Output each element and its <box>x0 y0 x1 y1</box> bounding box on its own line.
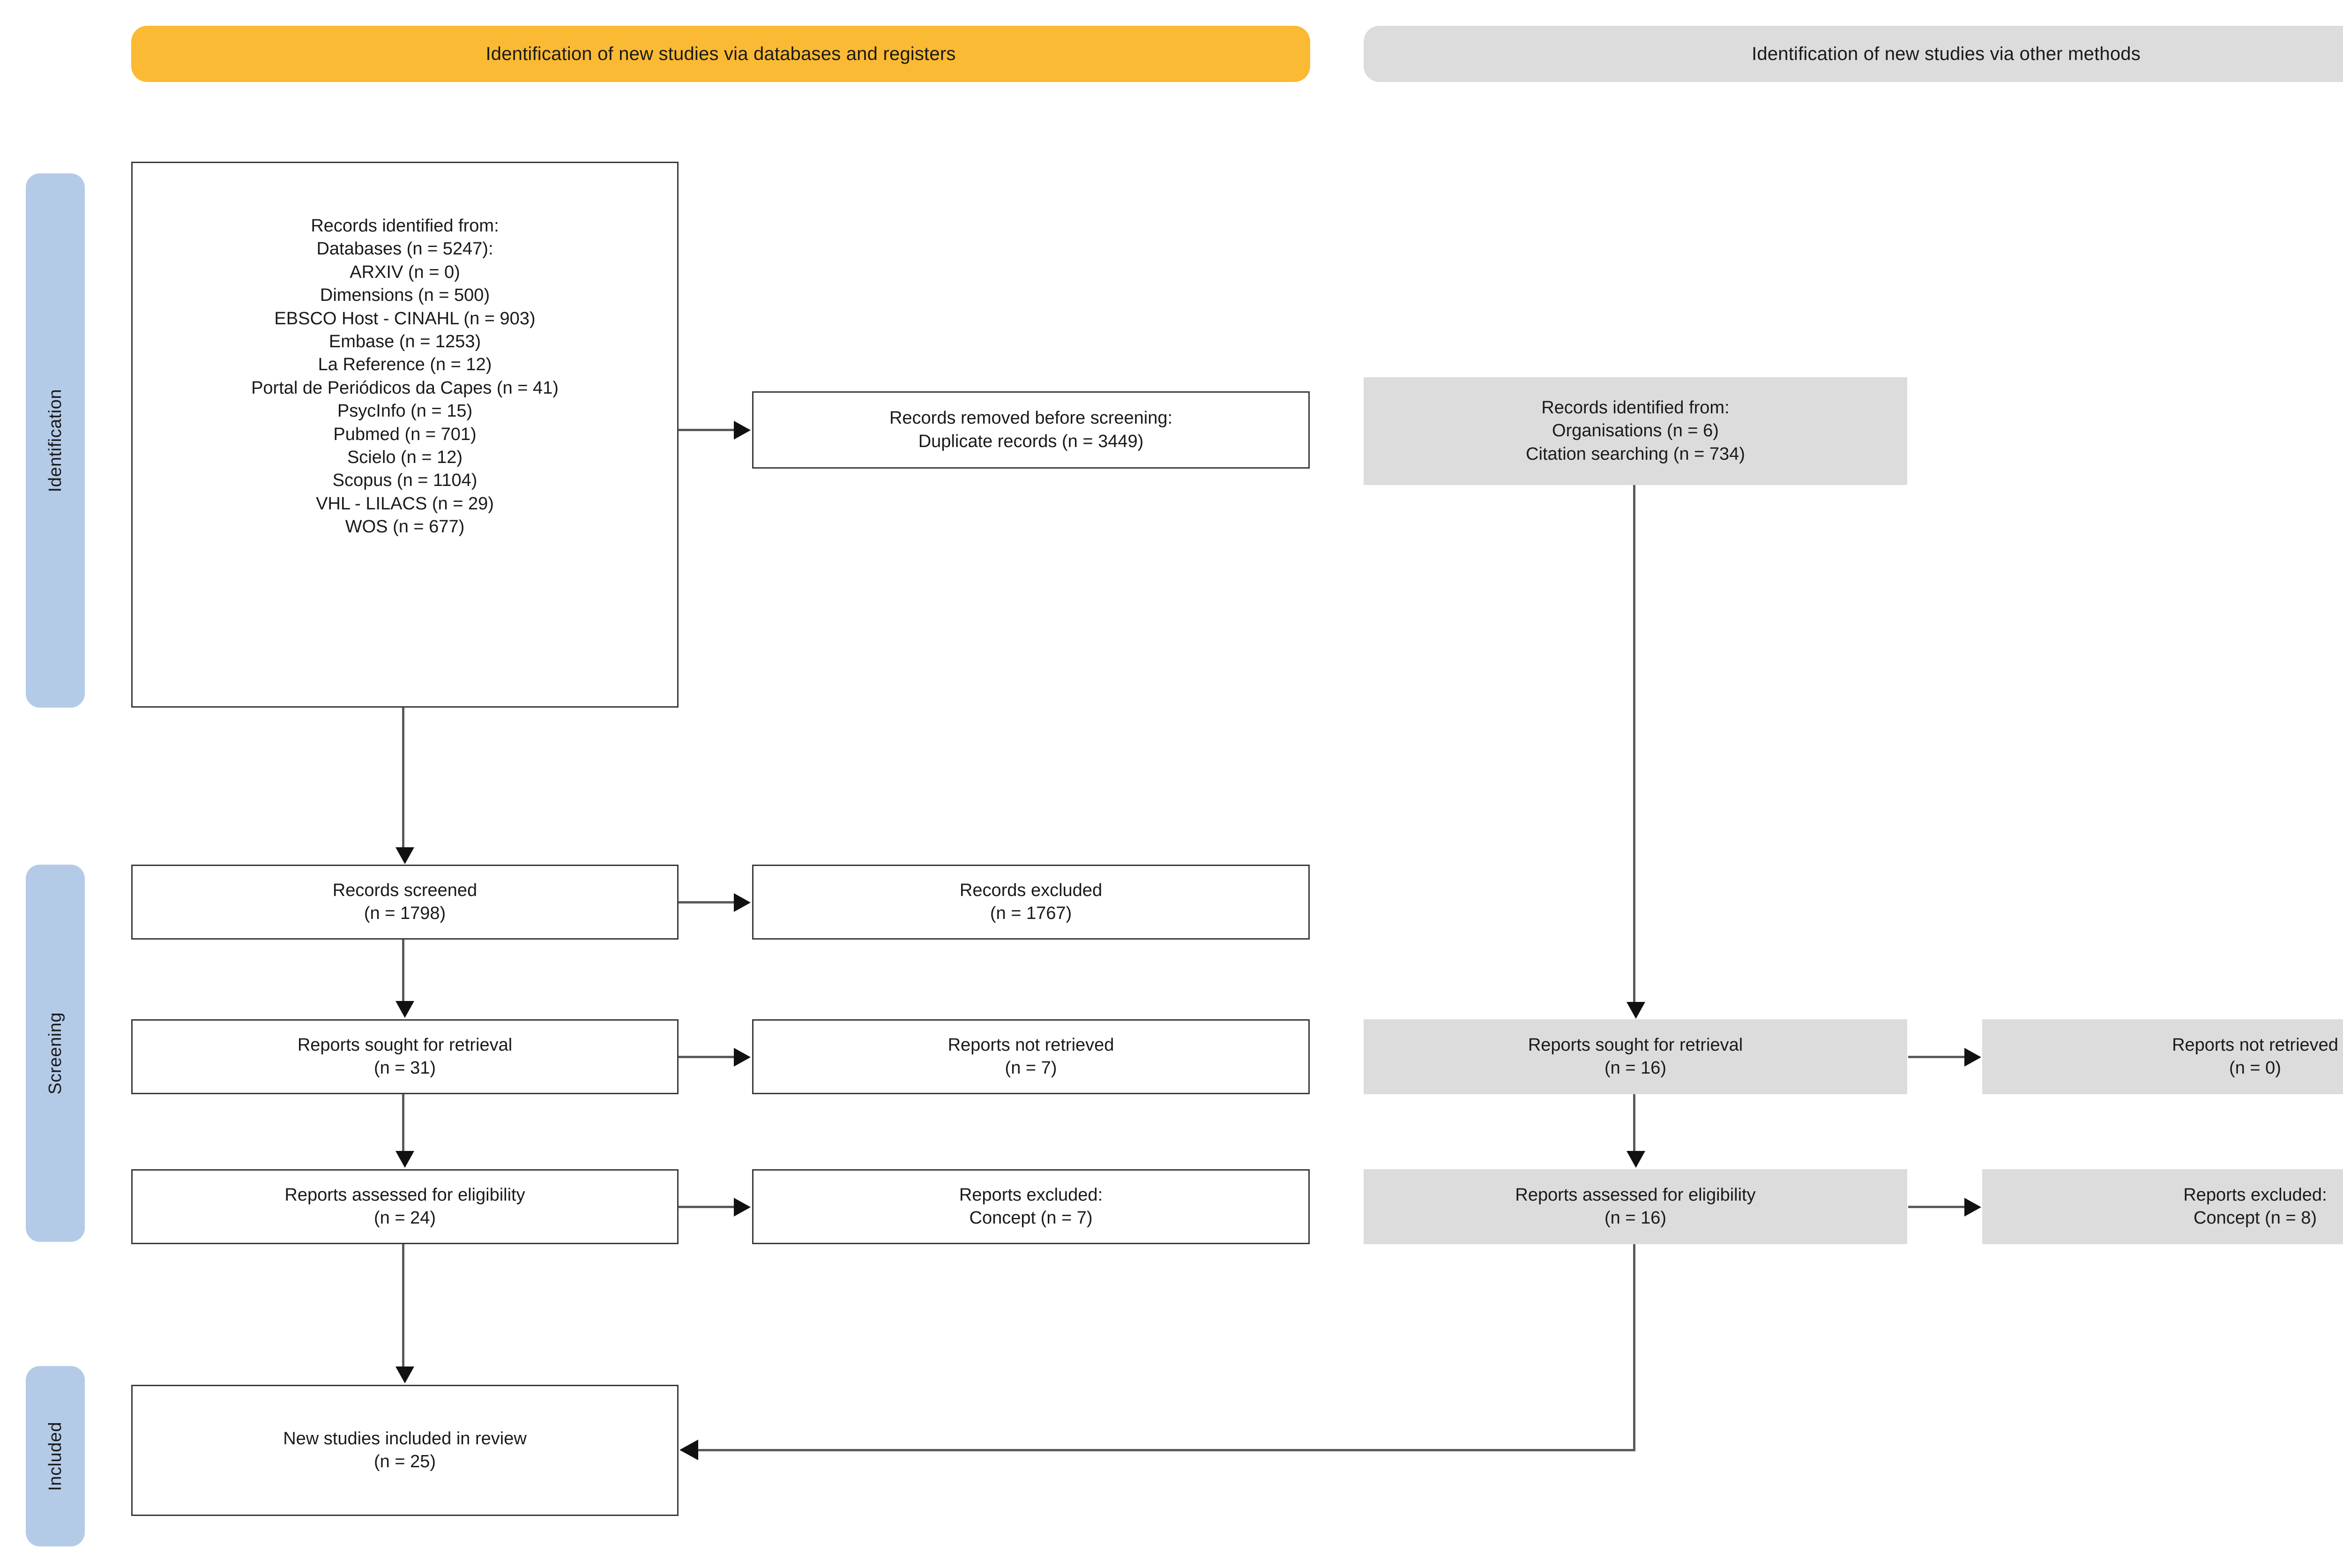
identified-db-source-11: WOS (n = 677) <box>345 517 465 537</box>
identified-db-source-3: Embase (n = 1253) <box>328 331 481 351</box>
identified-db-source-9: Scopus (n = 1104) <box>332 470 478 491</box>
phase-included-text: Included <box>45 1421 65 1491</box>
arrowhead-identified-to-screened <box>395 847 414 864</box>
sought-left-line1: Reports sought for retrieval <box>297 1035 513 1055</box>
records-screened-line2: (n = 1798) <box>364 903 446 923</box>
identified-db-source-5: Portal de Periódicos da Capes (n = 41) <box>251 378 559 398</box>
included-line1: New studies included in review <box>283 1428 527 1449</box>
header-databases-label: Identification of new studies via databa… <box>485 44 956 64</box>
notretrieved-right-line1: Reports not retrieved <box>2172 1035 2338 1055</box>
connector-screened-to-sought <box>402 940 404 1001</box>
excluded-right-line2: Concept (n = 8) <box>2194 1208 2317 1228</box>
phase-label-screening: Screening <box>26 865 85 1242</box>
excluded-left-line1: Reports excluded: <box>959 1185 1103 1205</box>
arrowhead-identified-to-removed <box>734 421 751 440</box>
assessed-left-line1: Reports assessed for eligibility <box>284 1185 525 1205</box>
records-excluded-line2: (n = 1767) <box>990 903 1072 923</box>
sought-right-line1: Reports sought for retrieval <box>1528 1035 1743 1055</box>
arrowhead-sought-to-notretrieved-databases <box>734 1048 751 1067</box>
identified-other-line1: Records identified from: <box>1541 397 1730 418</box>
connector-other-assessed-down <box>1633 1244 1635 1450</box>
sought-left-line2: (n = 31) <box>373 1058 436 1078</box>
included-line2: (n = 25) <box>373 1452 436 1471</box>
connector-assessed-to-included <box>402 1244 404 1367</box>
connector-identified-to-removed <box>679 429 734 431</box>
box-reports-sought-retrieval-databases: Reports sought for retrieval (n = 31) <box>131 1019 679 1094</box>
box-reports-not-retrieved-databases: Reports not retrieved (n = 7) <box>752 1019 1310 1094</box>
excluded-left-line2: Concept (n = 7) <box>969 1208 1093 1228</box>
notretrieved-right-line2: (n = 0) <box>2229 1058 2281 1078</box>
identified-db-source-2: EBSCO Host - CINAHL (n = 903) <box>274 308 536 329</box>
arrowhead-assessed-to-excluded-other <box>1964 1198 1981 1217</box>
box-reports-not-retrieved-other: Reports not retrieved (n = 0) <box>1982 1019 2343 1094</box>
phase-identification-text: Identification <box>45 388 65 493</box>
box-new-studies-included: New studies included in review (n = 25) <box>131 1385 679 1516</box>
identified-db-source-6: PsycInfo (n = 15) <box>337 401 473 421</box>
connector-other-assessed-to-included <box>698 1449 1635 1451</box>
removed-line1: Records removed before screening: <box>889 408 1173 428</box>
assessed-left-line2: (n = 24) <box>373 1208 436 1228</box>
header-databases-registers: Identification of new studies via databa… <box>131 26 1310 82</box>
arrowhead-assessed-to-excluded-databases <box>734 1198 751 1217</box>
arrowhead-sought-to-notretrieved-other <box>1964 1048 1981 1067</box>
connector-assessed-to-excluded-databases <box>679 1206 734 1208</box>
box-records-screened: Records screened (n = 1798) <box>131 865 679 940</box>
connector-sought-to-notretrieved-other <box>1908 1056 1964 1058</box>
records-excluded-line1: Records excluded <box>959 880 1103 900</box>
connector-sought-to-notretrieved-databases <box>679 1056 734 1058</box>
box-records-removed-before-screening: Records removed before screening: Duplic… <box>752 391 1310 469</box>
identified-db-total: Databases (n = 5247): <box>316 239 493 259</box>
sought-right-line2: (n = 16) <box>1604 1058 1667 1078</box>
box-reports-sought-retrieval-other: Reports sought for retrieval (n = 16) <box>1364 1019 1907 1094</box>
arrowhead-screened-to-excluded <box>734 893 751 912</box>
identified-db-source-1: Dimensions (n = 500) <box>320 285 490 306</box>
connector-screened-to-excluded <box>679 901 734 903</box>
identified-other-line2: Organisations (n = 6) <box>1552 421 1719 441</box>
phase-screening-text: Screening <box>45 1012 65 1095</box>
identified-db-title: Records identified from: <box>311 216 499 236</box>
arrowhead-other-assessed-to-included <box>679 1440 698 1460</box>
box-reports-assessed-eligibility-databases: Reports assessed for eligibility (n = 24… <box>131 1169 679 1244</box>
assessed-right-line1: Reports assessed for eligibility <box>1515 1185 1756 1205</box>
notretrieved-left-line2: (n = 7) <box>1005 1058 1057 1078</box>
identified-other-line3: Citation searching (n = 734) <box>1526 444 1745 464</box>
identified-db-source-0: ARXIV (n = 0) <box>350 262 460 282</box>
box-reports-assessed-eligibility-other: Reports assessed for eligibility (n = 16… <box>1364 1169 1907 1244</box>
records-screened-line1: Records screened <box>332 880 478 900</box>
box-reports-excluded-databases: Reports excluded: Concept (n = 7) <box>752 1169 1310 1244</box>
assessed-right-line2: (n = 16) <box>1604 1208 1667 1228</box>
notretrieved-left-line1: Reports not retrieved <box>948 1035 1114 1055</box>
arrowhead-other-identified-to-sought <box>1627 1002 1645 1019</box>
arrowhead-sought-to-assessed-databases <box>395 1151 414 1168</box>
arrowhead-screened-to-sought <box>395 1001 414 1018</box>
removed-line2: Duplicate records (n = 3449) <box>918 431 1144 451</box>
arrowhead-sought-to-assessed-other <box>1627 1151 1645 1168</box>
identified-db-source-4: La Reference (n = 12) <box>318 355 492 375</box>
arrowhead-assessed-to-included <box>395 1366 414 1383</box>
phase-label-included: Included <box>26 1366 85 1546</box>
identified-db-source-10: VHL - LILACS (n = 29) <box>316 493 494 514</box>
identified-db-source-8: Scielo (n = 12) <box>347 447 463 467</box>
connector-identified-to-screened <box>402 708 404 848</box>
box-records-excluded: Records excluded (n = 1767) <box>752 865 1310 940</box>
header-other-methods-label: Identification of new studies via other … <box>1752 44 2141 64</box>
connector-assessed-to-excluded-other <box>1908 1206 1964 1208</box>
box-reports-excluded-other: Reports excluded: Concept (n = 8) <box>1982 1169 2343 1244</box>
box-records-identified-other-methods: Records identified from: Organisations (… <box>1364 377 1907 485</box>
header-other-methods: Identification of new studies via other … <box>1364 26 2343 82</box>
excluded-right-line1: Reports excluded: <box>2183 1185 2327 1205</box>
connector-other-identified-to-sought <box>1633 485 1635 1003</box>
connector-sought-to-assessed-databases <box>402 1094 404 1151</box>
box-records-identified-databases: Records identified from: Databases (n = … <box>131 162 679 708</box>
phase-label-identification: Identification <box>26 173 85 708</box>
identified-db-source-7: Pubmed (n = 701) <box>333 424 477 444</box>
connector-sought-to-assessed-other <box>1633 1094 1635 1151</box>
